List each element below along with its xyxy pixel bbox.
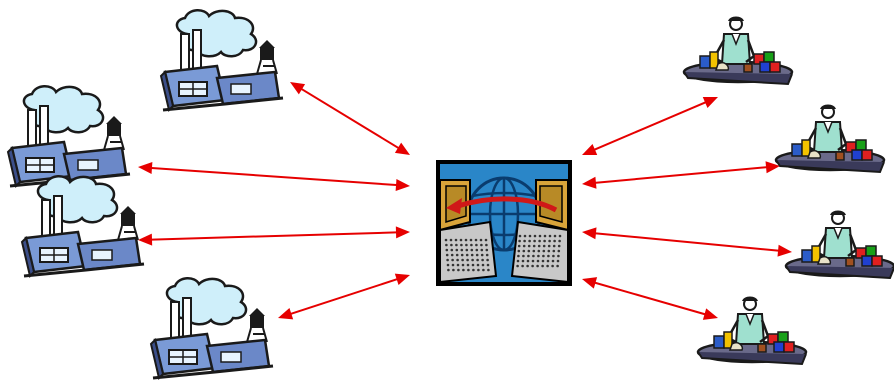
bidirectional-arrow — [147, 166, 401, 187]
shopkeeper-icon — [784, 209, 894, 280]
bidirectional-arrow — [298, 86, 402, 151]
arrowhead — [582, 227, 597, 240]
arrowhead — [138, 233, 153, 246]
arrowhead — [290, 82, 306, 95]
arrowhead — [394, 273, 410, 286]
arrowhead — [702, 96, 718, 109]
arrowhead — [278, 307, 294, 320]
bidirectional-arrow — [591, 231, 783, 253]
factory-icon — [149, 276, 275, 380]
factory-icon — [20, 174, 146, 278]
network-exchange-icon — [436, 160, 572, 286]
bidirectional-arrow — [147, 231, 401, 241]
shopkeeper-icon — [696, 295, 808, 366]
arrowhead — [395, 179, 410, 192]
arrowhead — [582, 176, 597, 189]
arrowhead — [138, 161, 153, 174]
bidirectional-arrow — [590, 100, 710, 152]
shopkeeper-icon — [774, 103, 886, 174]
bidirectional-arrow — [287, 277, 401, 316]
arrowhead — [702, 308, 718, 320]
arrowhead — [395, 226, 410, 239]
arrowhead — [394, 142, 410, 155]
bidirectional-arrow — [591, 165, 771, 185]
arrowhead — [582, 277, 598, 289]
arrowhead — [777, 244, 792, 257]
arrowhead — [765, 161, 780, 174]
shopkeeper-icon — [682, 15, 794, 86]
factory-icon — [6, 84, 132, 188]
bidirectional-arrow — [591, 280, 709, 317]
factory-icon — [159, 8, 285, 112]
arrowhead — [582, 143, 598, 156]
arrow-layer — [138, 82, 792, 320]
